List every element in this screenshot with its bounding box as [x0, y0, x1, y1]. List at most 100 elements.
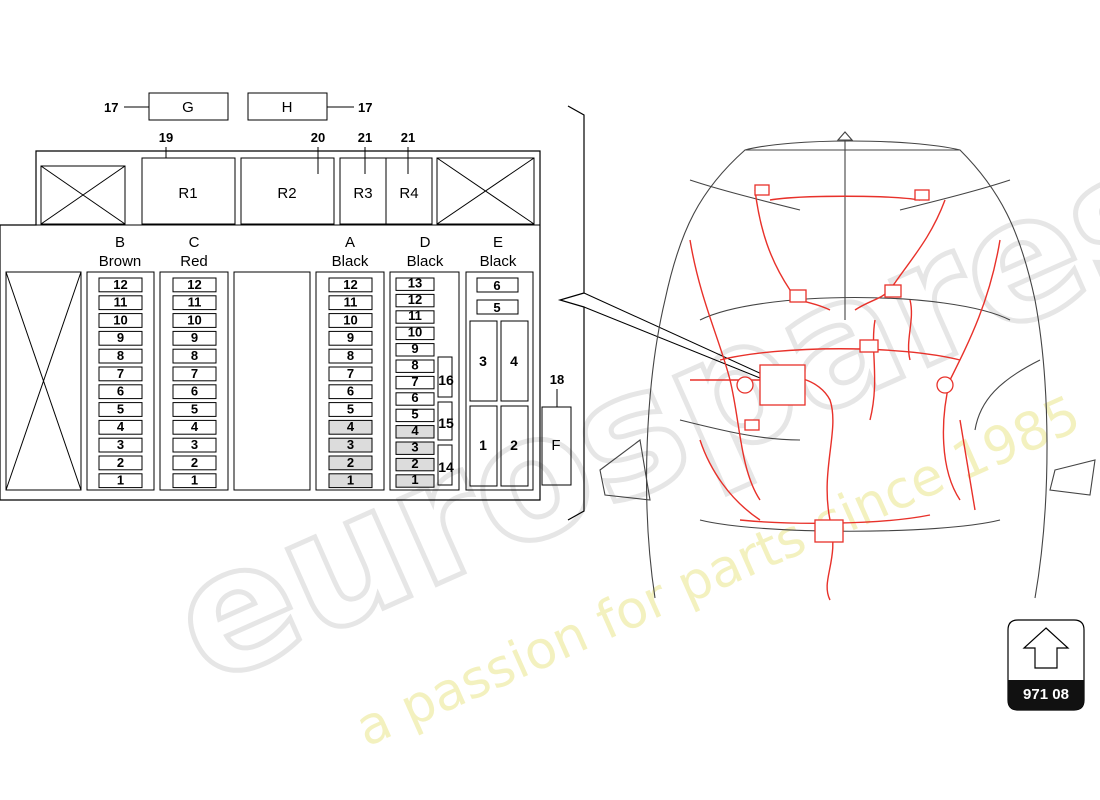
fuse-slot [98, 348, 143, 364]
relay-r2-label: R2 [277, 185, 296, 202]
fuse-number-a-11: 11 [344, 295, 358, 310]
relay-r1-label: R1 [178, 185, 197, 202]
fuse-slot [395, 326, 435, 341]
column-d-letter: D [420, 234, 431, 251]
fuse-slot [395, 277, 435, 291]
fuse-number-a-7: 7 [347, 366, 354, 381]
callout-r2-number: 20 [311, 130, 325, 145]
blank-slot-top-right [436, 157, 535, 225]
fuse-number-a-9: 9 [347, 330, 354, 345]
fuse-slot [172, 330, 217, 346]
fuse-slot [395, 375, 435, 390]
column-d-color: Black [407, 253, 444, 270]
column-b-letter: B [115, 234, 125, 251]
side-fuse-14: 14 [438, 459, 454, 475]
fuse-slot [98, 366, 143, 382]
column-a-frame [315, 271, 385, 491]
fuse-slot [172, 419, 217, 435]
fuse-slot [172, 366, 217, 382]
fuse-slot [172, 348, 217, 364]
callout-r3-number: 21 [358, 130, 372, 145]
fuse-slot [172, 402, 217, 417]
fuse-slot [98, 384, 143, 400]
fuse-slot [172, 384, 217, 400]
arrow-up-icon [1022, 627, 1070, 669]
fuse-slot [328, 348, 373, 364]
fuse-slot [328, 330, 373, 346]
fuse-number-c-10: 10 [187, 312, 201, 327]
fuse-slot [328, 366, 373, 382]
fuse-number-d-8: 8 [411, 357, 418, 372]
column-e-frame [465, 271, 534, 491]
fuse-number-a-6: 6 [347, 384, 354, 399]
fuse-e-6: 6 [493, 278, 500, 293]
fuse-slot [328, 277, 373, 293]
fuse-slot [98, 330, 143, 346]
callout-r1-number: 19 [159, 130, 173, 145]
fuse-number-d-4: 4 [411, 423, 419, 438]
fuse-number-d-2: 2 [411, 456, 418, 471]
fuse-slot [172, 277, 217, 293]
fuse-number-d-12: 12 [408, 292, 422, 307]
fuse-slot [395, 293, 435, 308]
fuse-number-b-2: 2 [117, 455, 124, 470]
fuse-slot [172, 473, 217, 489]
fuse-slot [172, 437, 217, 453]
empty-slot-center [233, 271, 311, 491]
column-c-frame [159, 271, 229, 491]
fuse-box-outline [0, 150, 541, 501]
fuse-slot [395, 408, 435, 423]
block-e-2: 2 [510, 437, 518, 453]
fuse-number-a-4: 4 [347, 419, 355, 434]
callout-f-number: 18 [550, 372, 564, 387]
relay-r4-label: R4 [399, 185, 418, 202]
callout-h: H 17 [247, 92, 372, 121]
column-b-frame [86, 271, 155, 491]
side-fuse-16: 16 [438, 372, 454, 388]
fuse-number-c-12: 12 [187, 277, 201, 292]
column-a-letter: A [345, 234, 355, 251]
fuse-slot [395, 310, 435, 324]
fuse-number-b-6: 6 [117, 384, 124, 399]
callout-g: 17 G [104, 92, 229, 121]
fuse-number-c-11: 11 [188, 295, 202, 310]
fuse-slot [172, 455, 217, 471]
fuse-slot [98, 402, 143, 417]
column-c-letter: C [189, 234, 200, 251]
part-h-label: H [282, 99, 293, 116]
fuse-e-5: 5 [493, 300, 500, 315]
part-f-label: F [551, 437, 560, 454]
relay-r1 [141, 157, 236, 225]
fuse-slot [328, 384, 373, 400]
fuse-number-d-9: 9 [411, 341, 418, 356]
fuse-slot [98, 277, 143, 293]
fuse-number-b-1: 1 [117, 473, 124, 488]
fuse-slot [98, 437, 143, 453]
relay-r4 [385, 157, 433, 225]
fuse-slot [395, 457, 435, 472]
fuse-slot [328, 295, 373, 311]
fuse-slot [328, 473, 373, 489]
fuse-number-d-3: 3 [411, 439, 418, 454]
fuse-number-c-1: 1 [191, 473, 198, 488]
blank-slot-left [5, 271, 82, 491]
fuse-slot [172, 295, 217, 311]
fuse-slot [395, 425, 435, 439]
side-fuse-15: 15 [438, 415, 454, 431]
fuse-number-a-8: 8 [347, 348, 354, 363]
fuse-number-b-4: 4 [117, 419, 125, 434]
callout-g-number: 17 [104, 100, 118, 115]
column-e-color: Black [480, 253, 517, 270]
fuse-number-b-5: 5 [117, 401, 124, 416]
fuse-number-d-11: 11 [408, 308, 422, 323]
fuse-number-c-7: 7 [191, 366, 198, 381]
fuse-slot [98, 419, 143, 435]
column-d-side-fuses: 16 15 14 [437, 356, 454, 486]
column-e-fuses: 6 5 3 4 1 2 [469, 277, 529, 487]
fuse-number-a-12: 12 [343, 277, 357, 292]
